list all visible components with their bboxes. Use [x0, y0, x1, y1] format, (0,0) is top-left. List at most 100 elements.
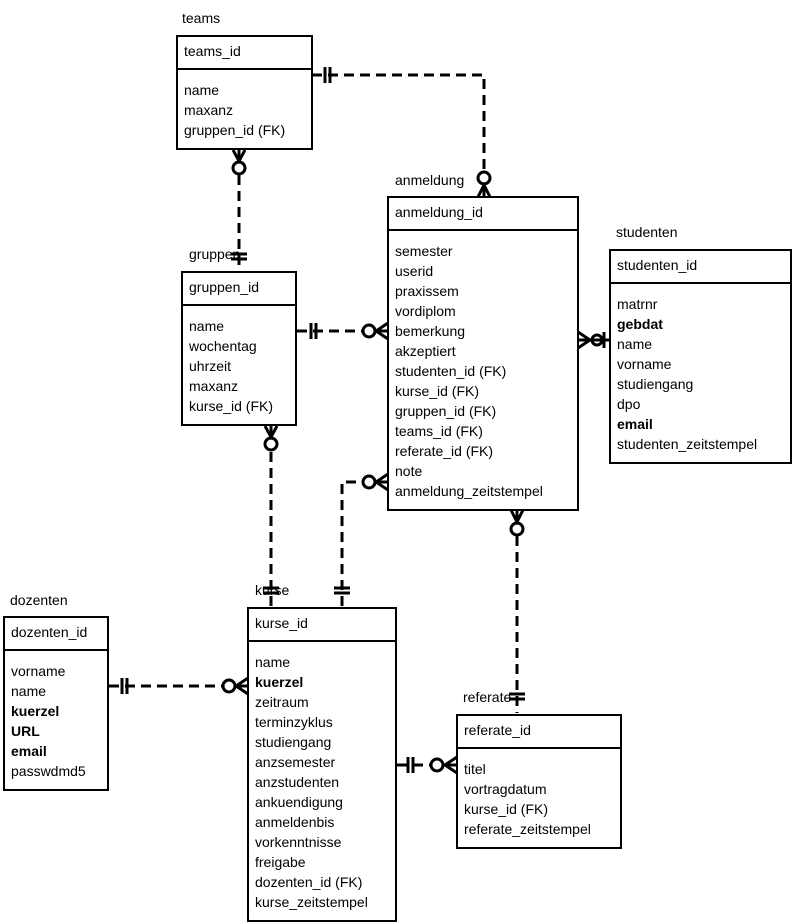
- card-zero-referate: [429, 757, 445, 773]
- entity-label-teams: teams: [182, 10, 221, 26]
- card-zero-kurse: [221, 678, 237, 694]
- attribute: URL: [11, 723, 40, 739]
- attribute: maxanz: [184, 102, 234, 118]
- attribute: referate_id (FK): [395, 443, 494, 459]
- card-one-gruppen-top: [231, 252, 247, 261]
- pk-referate: referate_id: [458, 716, 620, 749]
- pk-studenten: studenten_id: [611, 251, 790, 284]
- attribute: name: [617, 336, 653, 352]
- attribute: gruppen_id (FK): [184, 122, 286, 138]
- attribute: anmeldenbis: [255, 814, 335, 830]
- attribute: semester: [395, 243, 453, 259]
- attribute: email: [11, 743, 47, 759]
- attribute: name: [189, 318, 225, 334]
- card-zero-anm-gruppen: [361, 323, 377, 339]
- attribute: matrnr: [617, 296, 658, 312]
- crowfoot-anm-kurse: [373, 472, 389, 492]
- attribute: freigabe: [255, 854, 306, 870]
- attribute: vorkenntnisse: [255, 834, 342, 850]
- crowfoot-anm-top: [476, 181, 492, 198]
- pk-kurse: kurse_id: [249, 609, 395, 642]
- attribute: anzsemester: [255, 754, 336, 770]
- entity-label-dozenten: dozenten: [10, 592, 68, 608]
- pk-dozenten: dozenten_id: [5, 618, 107, 651]
- attribute: kurse_id (FK): [189, 398, 274, 414]
- entity-label-kurse: kurse: [255, 582, 290, 598]
- attrs-teams: name maxanz gruppen_id (FK): [178, 70, 311, 140]
- entity-kurse[interactable]: kurse_id name kuerzel zeitraum terminzyklus…: [247, 607, 397, 922]
- card-one-kurse-anm: [334, 586, 350, 595]
- attribute: ankuendigung: [255, 794, 343, 810]
- attribute: wochentag: [189, 338, 257, 354]
- attribute: terminzyklus: [255, 714, 333, 730]
- attribute: kuerzel: [255, 674, 304, 690]
- attribute: studenten_id (FK): [395, 363, 507, 379]
- attrs-kurse: name kuerzel zeitraum terminzyklus studienga…: [249, 642, 395, 912]
- attribute: referate_zeitstempel: [464, 821, 591, 837]
- attribute: anzstudenten: [255, 774, 340, 790]
- attribute: praxissem: [395, 283, 459, 299]
- card-one-dozenten: [120, 678, 129, 694]
- attribute: studiengang: [617, 376, 694, 392]
- card-zero-anm-kurse: [361, 474, 377, 490]
- entity-studenten[interactable]: studenten_id matrnr gebdat name vorname stud…: [609, 249, 792, 464]
- crowfoot-referate-left: [442, 755, 458, 775]
- attribute: name: [184, 82, 220, 98]
- crowfoot-teams-bottom: [231, 149, 247, 165]
- entity-teams[interactable]: teams_id name maxanz gruppen_id (FK): [176, 35, 313, 150]
- rel-kurse-anmeldung: [340, 480, 362, 606]
- card-one-kurse-gruppen: [263, 586, 279, 595]
- crowfoot-anm-right: [577, 330, 593, 350]
- attribute: dozenten_id (FK): [255, 874, 363, 890]
- card-one-kurse-ref: [406, 757, 415, 773]
- entity-label-gruppen: gruppen: [189, 246, 241, 262]
- attribute: passwdmd5: [11, 763, 86, 779]
- crowfoot-kurse-left: [233, 676, 249, 696]
- attribute: dpo: [617, 396, 641, 412]
- card-one-gruppen-anm: [309, 323, 318, 339]
- attribute: bemerkung: [395, 323, 466, 339]
- attribute: gruppen_id (FK): [395, 403, 497, 419]
- attribute: userid: [395, 263, 434, 279]
- attribute: vortragdatum: [464, 781, 547, 797]
- attribute: kurse_zeitstempel: [255, 894, 368, 910]
- attribute: akzeptiert: [395, 343, 456, 359]
- attribute: zeitraum: [255, 694, 309, 710]
- attribute: studiengang: [255, 734, 332, 750]
- entity-referate[interactable]: referate_id titel vortragdatum kurse_id (F…: [456, 714, 622, 849]
- pk-teams: teams_id: [178, 37, 311, 70]
- crowfoot-anm-bottom: [509, 509, 525, 526]
- attribute: kurse_id (FK): [464, 801, 549, 817]
- attribute: gebdat: [617, 316, 663, 332]
- attribute: kurse_id (FK): [395, 383, 480, 399]
- attribute: teams_id (FK): [395, 423, 483, 439]
- attribute: anmeldung_zeitstempel: [395, 483, 543, 499]
- entity-label-referate: referate: [463, 689, 512, 705]
- attribute: name: [11, 683, 47, 699]
- attribute: titel: [464, 761, 486, 777]
- crowfoot-gruppen-bottom: [263, 425, 279, 441]
- attribute: name: [255, 654, 291, 670]
- attribute: vorname: [11, 663, 66, 679]
- attribute: kuerzel: [11, 703, 60, 719]
- rel-teams-anmeldung: [312, 73, 486, 172]
- card-one-teams: [323, 67, 332, 83]
- attrs-referate: titel vortragdatum kurse_id (FK) referate_z…: [458, 749, 620, 839]
- card-one-referate: [509, 692, 525, 701]
- crowfoot-anm-gruppen: [373, 321, 389, 341]
- attribute: uhrzeit: [189, 358, 232, 374]
- pk-gruppen: gruppen_id: [183, 273, 295, 306]
- attribute: note: [395, 463, 423, 479]
- attribute: vorname: [617, 356, 672, 372]
- pk-anmeldung: anmeldung_id: [389, 198, 577, 231]
- attribute: studenten_zeitstempel: [617, 436, 758, 452]
- entity-label-anmeldung: anmeldung: [395, 172, 465, 188]
